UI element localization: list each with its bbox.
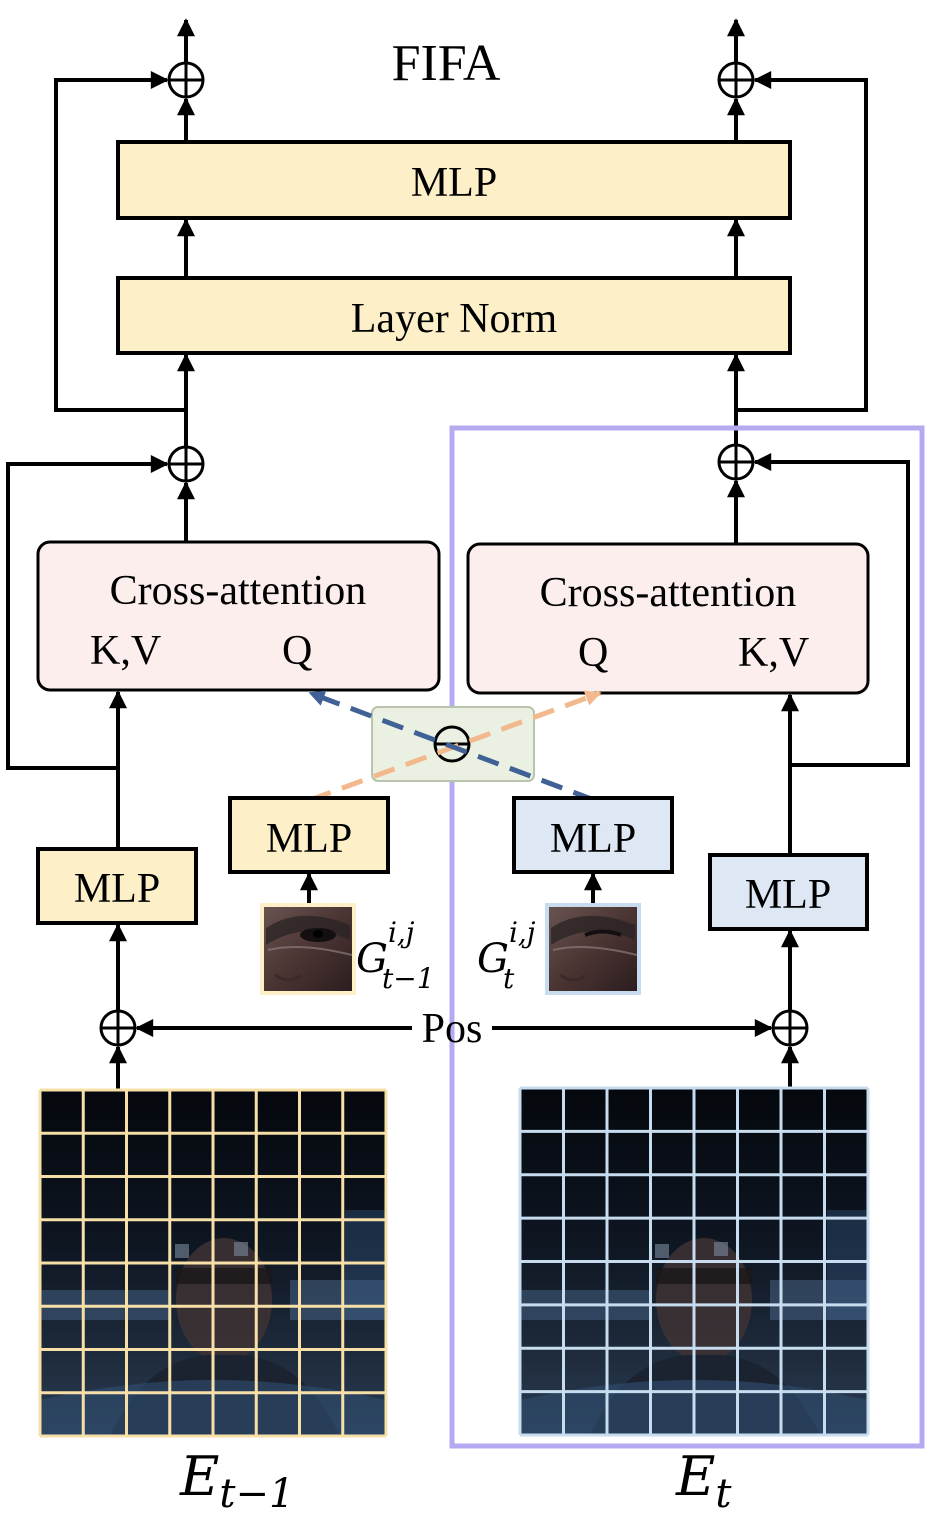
eye-patch-current	[545, 903, 641, 995]
plus-circle-icon	[717, 443, 755, 481]
patch-right-label-sub: t	[503, 962, 515, 995]
diagram-title: FIFA	[392, 35, 501, 92]
patch-right-label-base: G	[477, 936, 509, 982]
cross-attention-right-kv: K,V	[738, 630, 809, 676]
frame-right-label-base: E	[675, 1445, 715, 1508]
frame-previous-grid	[38, 1088, 388, 1438]
frame-left-label-sub: t−1	[219, 1471, 294, 1515]
frame-right-label-sub: t	[715, 1471, 732, 1515]
layer-norm-label: Layer Norm	[351, 296, 558, 342]
cross-attention-right-q: Q	[578, 630, 608, 676]
residual-path-left-mid	[6, 455, 169, 770]
patch-right-label: Gi,j t	[477, 916, 536, 995]
cross-attention-left-q: Q	[282, 628, 312, 674]
layer-norm-block	[116, 276, 792, 355]
mlp-right-patch-label: MLP	[550, 816, 636, 862]
residual-path-right-top	[736, 71, 868, 412]
mlp-right-main-block	[708, 853, 869, 931]
patch-right-label-sup: i,j	[509, 916, 536, 949]
cross-attention-left-block	[36, 540, 441, 692]
plus-circle-icon	[717, 61, 755, 99]
eye-patch-previous	[260, 903, 356, 995]
cross-attention-right-title: Cross-attention	[540, 570, 797, 616]
mlp-left-patch-block	[228, 796, 390, 874]
plus-circle-icon	[99, 1009, 137, 1047]
pos-label: Pos	[422, 1006, 483, 1052]
cross-attention-left-title: Cross-attention	[110, 568, 367, 614]
mlp-right-main-label: MLP	[745, 872, 831, 918]
plus-circle-icon	[771, 1009, 809, 1047]
plus-circle-icon	[167, 61, 205, 99]
frame-left-label-base: E	[179, 1445, 219, 1508]
mlp-right-patch-block	[512, 796, 674, 874]
residual-path-right-mid	[753, 453, 910, 767]
patch-left-label: Gi,j t−1	[356, 916, 435, 995]
current-frame-highlight	[449, 425, 925, 1449]
top-mlp-block	[116, 140, 792, 220]
query-flow-blue	[308, 690, 595, 803]
mlp-left-patch-label: MLP	[266, 816, 352, 862]
cross-attention-right-block	[466, 542, 870, 695]
patch-left-label-sup: i,j	[388, 916, 415, 949]
plus-circle-icon	[167, 445, 205, 483]
frame-left-label: Et−1	[179, 1445, 294, 1515]
patch-left-label-base: G	[356, 936, 388, 982]
frame-current-grid	[518, 1086, 870, 1437]
patch-left-label-sub: t−1	[382, 962, 435, 995]
mlp-left-main-label: MLP	[74, 866, 160, 912]
cross-attention-left-kv: K,V	[90, 628, 161, 674]
top-mlp-label: MLP	[411, 160, 497, 206]
mlp-left-main-block	[36, 847, 198, 925]
residual-path-left-top	[54, 71, 186, 412]
frame-right-label: Et	[675, 1445, 732, 1515]
